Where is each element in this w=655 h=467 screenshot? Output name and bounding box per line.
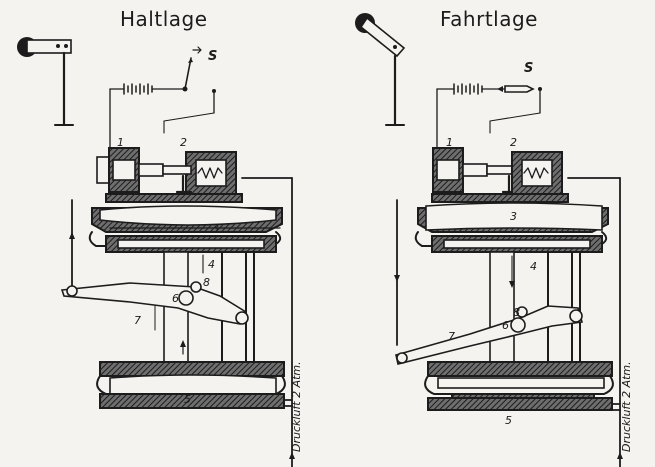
label-8-left: 8 xyxy=(203,276,210,289)
arrow-up-icon xyxy=(69,232,75,239)
label-5-left: 5 xyxy=(184,393,191,406)
label-3-left: 3 xyxy=(212,222,219,235)
battery-icon xyxy=(453,83,483,95)
arrow-up-icon xyxy=(180,340,186,347)
label-6-left: 6 xyxy=(172,292,179,305)
battery-icon xyxy=(123,83,153,95)
panel-haltlage: Haltlage xyxy=(17,7,303,467)
arrow-up-icon xyxy=(617,452,623,459)
title-fahrtlage: Fahrtlage xyxy=(440,7,538,31)
panel-fahrtlage: Fahrtlage xyxy=(355,7,633,467)
label-5-right: 5 xyxy=(505,414,512,427)
upper-cylinder-left xyxy=(88,205,283,253)
label-2-left: 2 xyxy=(180,136,187,149)
label-7-left: 7 xyxy=(134,314,141,327)
lower-cylinder-left xyxy=(96,361,286,409)
label-4-right: 4 xyxy=(530,260,537,273)
label-4-left: 4 xyxy=(208,258,215,271)
lever-right xyxy=(395,305,584,365)
label-2-right: 2 xyxy=(510,136,517,149)
arrow-up-icon xyxy=(289,452,295,459)
switch-arrow-icon xyxy=(192,46,202,54)
switch-lever-open xyxy=(184,57,192,90)
valve-block-right xyxy=(431,147,569,203)
air-pipe-left xyxy=(241,177,295,467)
label-8-right: 8 xyxy=(513,306,520,319)
label-7-right: 7 xyxy=(448,330,455,343)
electric-circuit-left xyxy=(109,46,216,149)
valve-block-left xyxy=(96,147,243,203)
arrow-down-icon xyxy=(509,281,515,288)
label-3-right: 3 xyxy=(510,210,517,223)
arrow-down-icon xyxy=(394,275,400,282)
lower-cylinder-right xyxy=(424,361,614,411)
label-1-left: 1 xyxy=(117,136,124,149)
label-6-right: 6 xyxy=(502,319,509,332)
signal-arm-left xyxy=(17,37,74,127)
label-switch-s-right: S xyxy=(524,61,533,76)
title-haltlage: Haltlage xyxy=(120,7,208,31)
lever-left xyxy=(60,281,249,331)
label-1-right: 1 xyxy=(446,136,453,149)
switch-lever-closed xyxy=(504,85,535,93)
air-label-right: Druckluft 2 Atm. xyxy=(620,361,633,452)
label-switch-s-left: S xyxy=(208,49,217,64)
electric-circuit-right xyxy=(436,83,542,149)
upper-cylinder-right xyxy=(414,202,609,253)
air-pipe-right xyxy=(567,177,623,467)
air-label-left: Druckluft 2 Atm. xyxy=(290,361,303,452)
signal-arm-right xyxy=(355,13,406,127)
